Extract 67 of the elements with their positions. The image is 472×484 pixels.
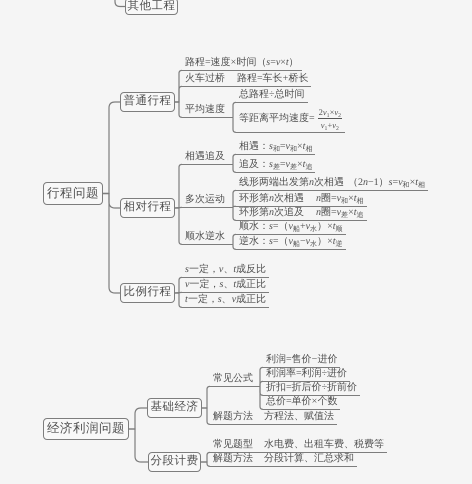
underlined-topic: [236, 176, 428, 191]
formula-text: n圈=v$_{和}$×t$_{相}$: [316, 193, 364, 204]
underlined-topic: v一定，s、t成正比: [182, 278, 270, 293]
underlined-topic: [210, 452, 357, 467]
underlined-topic: 总路程÷总时间: [236, 88, 308, 103]
topic-text: 环形第n次相遇: [239, 193, 304, 204]
fraction-numerator: 2v$_{1}$×v$_{2}$: [318, 107, 342, 120]
connector-line: [232, 207, 237, 221]
underlined-topic: 追及：s$_{差}$=v$_{差}$×t$_{追}$: [236, 158, 316, 173]
underlined-topic: 多次运动: [182, 193, 233, 208]
underlined-topic: [182, 72, 312, 87]
topic-box: 行程问题: [43, 182, 103, 205]
underlined-topic: [236, 192, 367, 207]
connector-line: [259, 386, 264, 410]
connector-line: [232, 154, 237, 164]
connector-line: [232, 234, 237, 244]
underlined-topic: 相遇：s$_{和}$=v$_{和}$×t$_{相}$: [236, 140, 316, 155]
underlined-topic: 利润=售价−进价: [263, 353, 340, 368]
underlined-topic: 路程=速度×时间（s=v×t）: [182, 56, 302, 71]
underlined-topic: [210, 410, 337, 425]
underlined-topic: 常见公式: [210, 372, 260, 387]
topic-text: 解题方法: [213, 411, 253, 422]
connector-line: [174, 206, 182, 209]
underlined-topic: 利润率=利润÷进价: [263, 367, 350, 382]
topic-text: 解题方法: [213, 453, 253, 464]
connector-line: [175, 101, 183, 118]
connector-line: [232, 190, 237, 208]
topic-box: 经济利润问题: [43, 418, 129, 440]
underlined-topic: t一定，s、v成正比: [182, 293, 270, 308]
underlined-topic: s一定，v、t成反比: [182, 263, 270, 278]
topic-box: 普通行程: [120, 92, 175, 112]
connector-line: [174, 292, 182, 294]
topic-text: 环形第n次追及: [239, 207, 304, 218]
underlined-topic: 逆水：s=（v$_{船}$−v$_{水}$）×t$_{逆}$: [236, 235, 346, 250]
connector-line: [259, 380, 264, 386]
underlined-topic: [236, 206, 367, 221]
underlined-topic: 折扣=折后价÷折前价: [263, 381, 360, 396]
underlined-topic: [210, 438, 387, 453]
topic-text: 常见题型: [213, 439, 253, 450]
formula-text: 分段计算、汇总求和: [264, 453, 354, 464]
formula-text: 路程=车长+桥长: [237, 73, 308, 84]
connector-line: [114, 0, 125, 8]
topic-box: 基础经济: [147, 398, 202, 418]
formula-text: （2n−1）s=v$_{和}$×t$_{相}$: [348, 177, 426, 188]
underlined-topic: 相遇追及: [182, 150, 233, 165]
underlined-topic: 平均速度: [182, 103, 233, 118]
topic-box: 分段计费: [148, 452, 201, 472]
formula-text: n圈=v$_{差}$×t$_{追}$: [316, 207, 364, 218]
connector-line: [202, 407, 211, 425]
topic-text: 火车过桥: [185, 73, 225, 84]
connector-line: [232, 102, 237, 118]
topic-box: 比例行程: [120, 283, 175, 303]
underlined-topic: [236, 107, 346, 133]
fraction-denominator: v$_{1}$+v$_{2}$: [320, 119, 340, 130]
formula-text: 水电费、出租车费、税费等: [264, 439, 384, 450]
topic-text: 线形两端出发第n次相遇: [239, 177, 344, 188]
underlined-topic: 顺水逆水: [182, 230, 233, 245]
formula-text: 方程法、赋值法: [264, 411, 334, 422]
connector-line: [201, 461, 211, 467]
connector-line: [232, 164, 237, 173]
connector-line: [232, 206, 236, 208]
underlined-topic: 总价=单价×个数: [263, 395, 340, 410]
topic-box: 相对行程: [120, 198, 175, 218]
topic-text: 等距离平均速度=: [239, 113, 315, 124]
connector-line: [232, 244, 237, 250]
underlined-topic: 顺水：s=（v$_{船}$+v$_{水}$）×t$_{顺}$: [236, 220, 346, 235]
connector-line: [232, 117, 237, 133]
